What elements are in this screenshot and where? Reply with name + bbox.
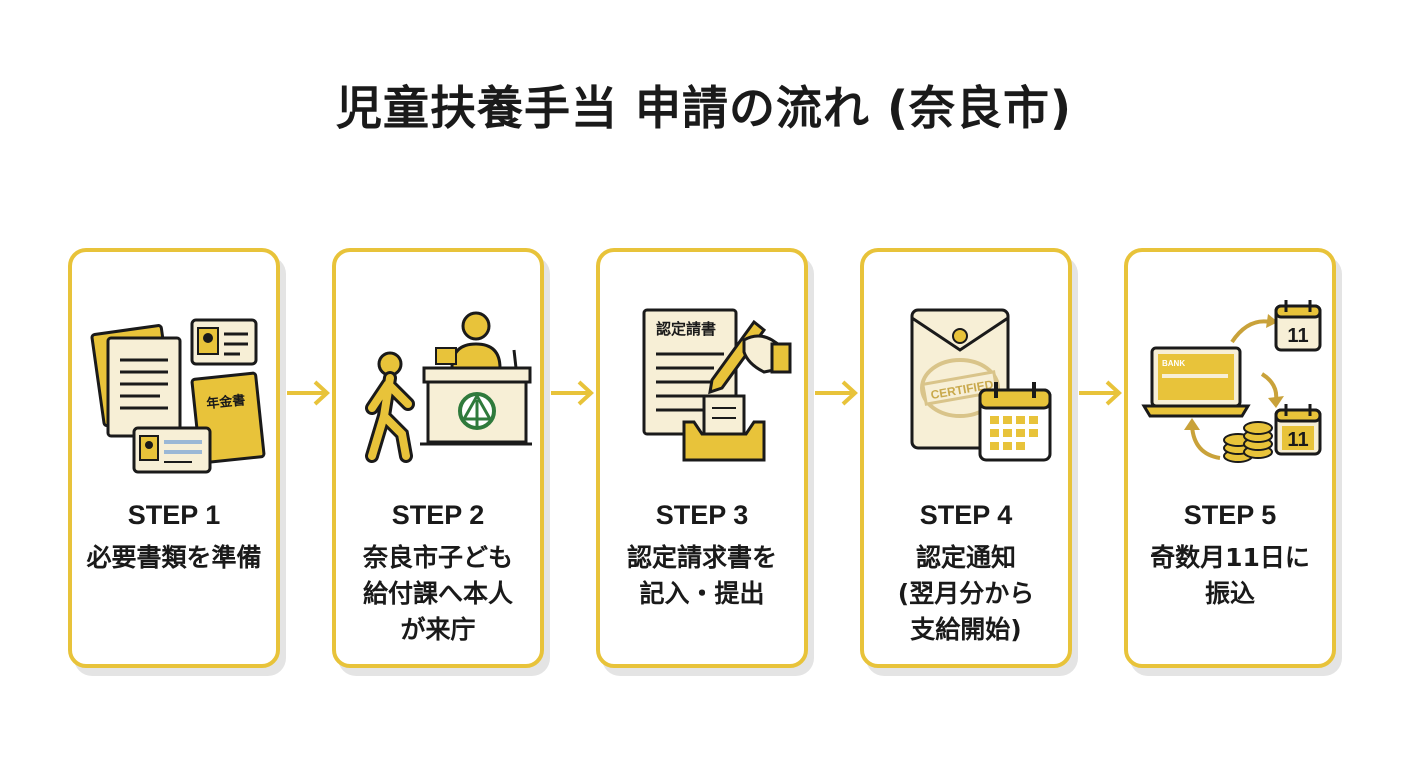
bank-screen-text: BANK bbox=[1162, 359, 1185, 368]
step-card-1: 年金書 STEP 1 必要書類を準備 bbox=[68, 248, 280, 668]
arrow-right-icon bbox=[811, 373, 861, 413]
calendar-day-text: 11 bbox=[1287, 429, 1308, 451]
arrow-right-icon bbox=[283, 373, 333, 413]
step-description: 奇数月11日に 振込 bbox=[1150, 543, 1310, 608]
step-description: 奈良市子ども 給付課へ本人 が来庁 bbox=[362, 543, 513, 644]
step-label: STEP 5 bbox=[1183, 500, 1277, 530]
step-description: 必要書類を準備 bbox=[86, 543, 262, 572]
page-title: 児童扶養手当 申請の流れ (奈良市) bbox=[335, 81, 1073, 135]
step-label: STEP 4 bbox=[919, 500, 1013, 530]
bank-transfer-icon: BANK 11 11 bbox=[1136, 288, 1324, 478]
calendar-day-text: 11 bbox=[1287, 325, 1308, 347]
step-card-5: BANK 11 11 bbox=[1124, 248, 1336, 668]
step-description: 認定請求書を 記入・提出 bbox=[626, 543, 777, 608]
step-description: 認定通知 (翌月分から 支給開始) bbox=[897, 543, 1035, 644]
certified-notice-icon: CERTIFIED bbox=[872, 288, 1060, 478]
form-submission-icon: 認定請書 bbox=[608, 288, 796, 478]
step-card-2: STEP 2 奈良市子ども 給付課へ本人 が来庁 bbox=[332, 248, 544, 668]
step-card-3: 認定請書 STEP 3 認定請求書を 記入・提出 bbox=[596, 248, 808, 668]
pension-book-text: 年金書 bbox=[206, 392, 246, 412]
step-label: STEP 1 bbox=[127, 500, 221, 530]
city-office-counter-icon bbox=[344, 288, 532, 478]
form-title-text: 認定請書 bbox=[656, 320, 716, 338]
step-label: STEP 3 bbox=[655, 500, 749, 530]
documents-icon: 年金書 bbox=[80, 288, 268, 478]
arrow-right-icon bbox=[1075, 373, 1125, 413]
arrow-right-icon bbox=[547, 373, 597, 413]
step-label: STEP 2 bbox=[391, 500, 485, 530]
step-card-4: CERTIFIED STEP 4 認定通知 (翌月分から 支給開始) bbox=[860, 248, 1072, 668]
